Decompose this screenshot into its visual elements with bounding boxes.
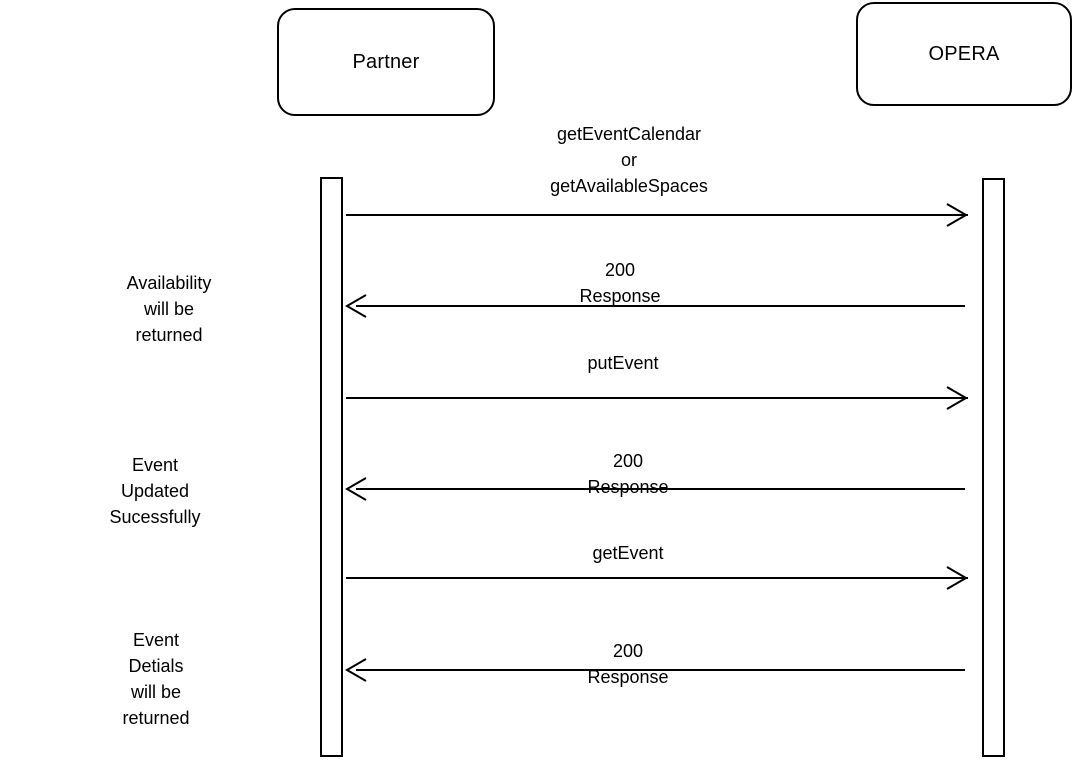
arrow-head-right-icon-3: [946, 386, 968, 410]
message-line-6: [356, 669, 965, 671]
arrow-head-left-icon-6: [345, 658, 367, 682]
message-line-3: [346, 397, 968, 399]
lifeline-activation-opera: [982, 178, 1005, 757]
message-line-4: [356, 488, 965, 490]
message-label-1: getEventCalendar or getAvailableSpaces: [550, 124, 708, 196]
message-line-1: [346, 214, 968, 216]
message-label-4: 200 Response: [587, 451, 669, 497]
arrow-head-left-icon-2: [345, 294, 367, 318]
message-label-5: getEvent: [592, 543, 664, 563]
message-line-2: [356, 305, 965, 307]
message-note-4: Event Updated Sucessfully: [109, 455, 201, 527]
message-label-2: 200 Response: [579, 260, 661, 306]
arrow-head-right-icon-5: [946, 566, 968, 590]
participant-label-opera: OPERA: [928, 43, 1000, 65]
arrow-head-right-icon-1: [946, 203, 968, 227]
message-label-6: 200 Response: [587, 641, 669, 687]
lifeline-activation-partner: [320, 177, 343, 757]
message-label-3: putEvent: [587, 353, 659, 373]
arrow-head-left-icon-4: [345, 477, 367, 501]
participant-label-partner: Partner: [352, 51, 420, 73]
message-note-2: Availability will be returned: [126, 273, 212, 345]
message-line-5: [346, 577, 968, 579]
message-note-6: Event Detials will be returned: [122, 630, 190, 728]
participant-box-opera[interactable]: OPERA: [856, 2, 1072, 106]
participant-box-partner[interactable]: Partner: [277, 8, 495, 116]
